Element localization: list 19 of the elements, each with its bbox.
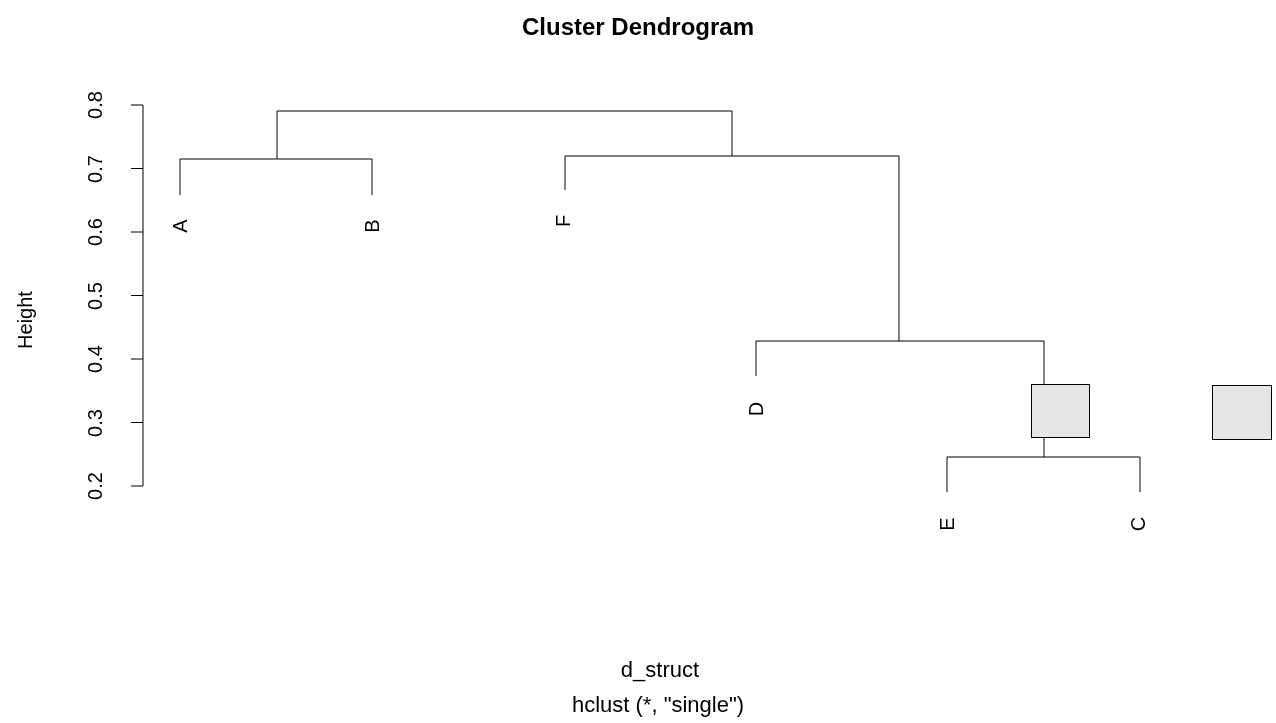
axis-title: d_struct (620, 659, 700, 681)
tick-label: 0.7 (85, 154, 105, 183)
tick-label: 0.4 (85, 345, 105, 373)
chart-title: Cluster Dendrogram (522, 15, 754, 39)
axis-title: Height (15, 291, 35, 349)
tick-label: 0.8 (85, 91, 105, 119)
rectangle-shape (1031, 384, 1090, 438)
leaf-label: B (362, 219, 382, 233)
tick-label: 0.3 (85, 408, 105, 437)
leaf-label: F (553, 214, 573, 228)
leaf-label: C (1128, 516, 1148, 532)
leaf-label: E (937, 517, 957, 531)
leaf-label: A (170, 219, 190, 233)
tick-label: 0.6 (85, 218, 105, 246)
leaf-label: D (746, 401, 766, 417)
tick-label: 0.2 (85, 472, 105, 500)
caption-text: hclust (*, "single") (571, 694, 745, 716)
rectangle-shape (1212, 385, 1272, 440)
tick-label: 0.5 (85, 281, 105, 310)
